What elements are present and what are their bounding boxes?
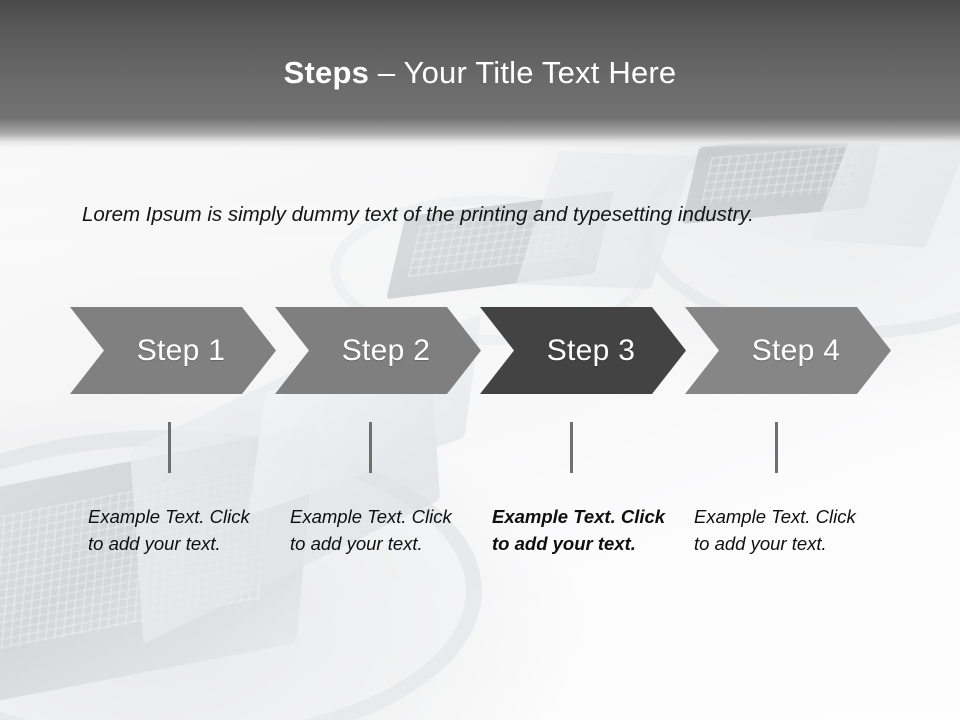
caption-step-4[interactable]: Example Text. Click to add your text. bbox=[694, 506, 856, 554]
chevron-step-4[interactable]: Step 4 bbox=[685, 307, 891, 394]
chevron-step-3-label: Step 3 bbox=[546, 333, 636, 367]
slide-title-keyword: Steps bbox=[283, 55, 370, 90]
connector-line-step-2 bbox=[369, 422, 372, 473]
slide-title-subtitle: – Your Title Text Here bbox=[369, 55, 677, 90]
chevron-step-3[interactable]: Step 3 bbox=[480, 307, 686, 394]
caption-step-2[interactable]: Example Text. Click to add your text. bbox=[290, 506, 452, 554]
chevron-step-2-label: Step 2 bbox=[341, 333, 431, 367]
body-paragraph: Lorem Ipsum is simply dummy text of the … bbox=[82, 203, 754, 226]
slide-title: Steps – Your Title Text Here bbox=[0, 53, 960, 93]
caption-step-1[interactable]: Example Text. Click to add your text. bbox=[88, 506, 250, 554]
chevron-step-4-label: Step 4 bbox=[751, 333, 841, 367]
caption-step-3[interactable]: Example Text. Click to add your text. bbox=[492, 506, 666, 554]
connector-line-step-1 bbox=[168, 422, 171, 473]
connector-line-step-3 bbox=[570, 422, 573, 473]
chevron-step-1[interactable]: Step 1 bbox=[70, 307, 276, 394]
chevron-step-2[interactable]: Step 2 bbox=[275, 307, 481, 394]
process-chevron-row: Step 1 Step 2 Step 3 Step 4 bbox=[70, 307, 892, 394]
chevron-step-1-label: Step 1 bbox=[136, 333, 226, 367]
connector-line-step-4 bbox=[775, 422, 778, 473]
header-band bbox=[0, 0, 960, 148]
